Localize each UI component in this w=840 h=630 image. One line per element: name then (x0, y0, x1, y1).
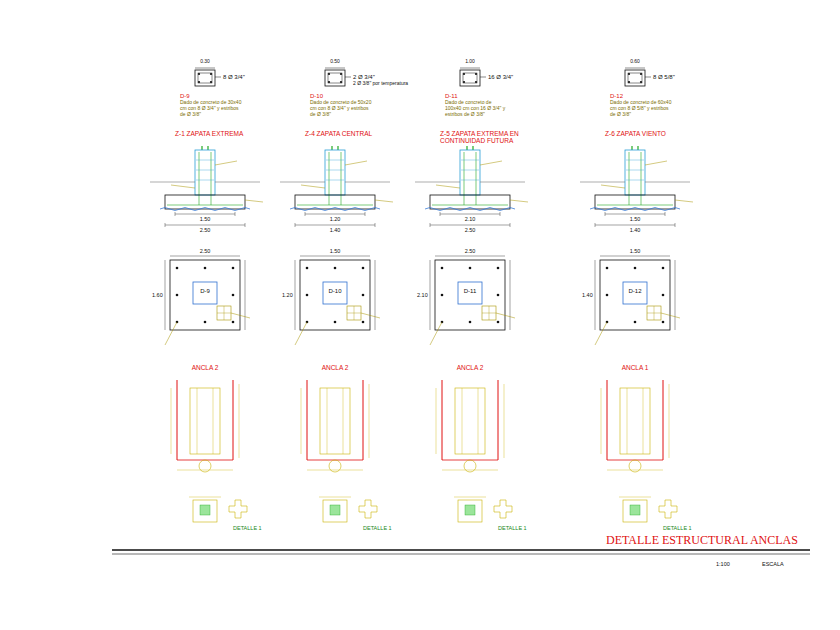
column-tag: D-11 (464, 288, 477, 295)
dimension: 0.30 (200, 59, 210, 65)
dimension: 1.40 (582, 292, 593, 298)
dimension: 0.60 (630, 59, 640, 65)
dimension: 1.50 (330, 248, 341, 254)
footing-title: Z-6 ZAPATA VIENTO (605, 130, 685, 137)
anchor-title: ANCLA 2 (322, 364, 349, 371)
dimension: 2.10 (417, 292, 428, 298)
anchor-title: ANCLA 2 (457, 364, 484, 371)
dimension: 1.20 (330, 216, 341, 222)
dimension: 1.40 (630, 227, 641, 233)
rebar-note: 8 Ø 5/8" (653, 74, 675, 81)
scale-note: 1:100 (716, 561, 730, 567)
column-note: Dado de concreto de 100x40 cm con 16 Ø 3… (445, 100, 507, 117)
dimension: 1.40 (330, 227, 341, 233)
column-tag: D-9 (200, 288, 210, 295)
dimension: 1.50 (630, 216, 641, 222)
dimension: 1.00 (465, 59, 475, 65)
dimension: 1.20 (282, 292, 293, 298)
dimension: 2.50 (200, 248, 211, 254)
dimension: 2.50 (465, 227, 476, 233)
sheet-title: DETALLE ESTRUCTURAL ANCLAS (606, 534, 798, 548)
detail-title: DETALLE 1 (363, 525, 392, 531)
detail-title: DETALLE 1 (498, 525, 527, 531)
dimension: 2.50 (200, 227, 211, 233)
detail-title: DETALLE 1 (233, 525, 262, 531)
column-note: Dado de concreto de 50x20 cm con 8 Ø 3/4… (310, 100, 372, 117)
column-tag: D-10 (328, 288, 341, 295)
dimension: 0.50 (330, 59, 340, 65)
rebar-note: 2 Ø 3/8" por temperatura (353, 81, 408, 87)
rebar-note: 2 Ø 3/4" (353, 74, 375, 81)
column-tag: D-11 (445, 93, 458, 100)
column-tag: D-10 (310, 93, 323, 100)
dimension: 2.50 (465, 248, 476, 254)
dimension: 1.50 (200, 216, 211, 222)
footing-title: Z-5 ZAPATA EXTREMA EN CONTINUIDAD FUTURA (440, 130, 520, 145)
column-note: Dado de concreto de 30x40 cm con 8 Ø 3/4… (180, 100, 242, 117)
rebar-note: 8 Ø 3/4" (223, 74, 245, 81)
column-tag: D-9 (180, 93, 190, 100)
anchor-title: ANCLA 1 (622, 364, 649, 371)
rebar-note: 16 Ø 3/4" (488, 74, 513, 81)
detail-title: DETALLE 1 (663, 525, 692, 531)
dimension: 1.50 (630, 248, 641, 254)
column-tag: D-12 (610, 93, 623, 100)
footing-title: Z-1 ZAPATA EXTREMA (175, 130, 255, 137)
column-tag: D-12 (628, 288, 641, 295)
dimension: 2.10 (465, 216, 476, 222)
scale-note: ESCALA (762, 561, 784, 567)
dimension: 1.60 (152, 292, 163, 298)
anchor-title: ANCLA 2 (192, 364, 219, 371)
column-note: Dado de concreto de 60x40 cm con 8 Ø 5/8… (610, 100, 672, 117)
footing-title: Z-4 ZAPATA CENTRAL (305, 130, 385, 137)
